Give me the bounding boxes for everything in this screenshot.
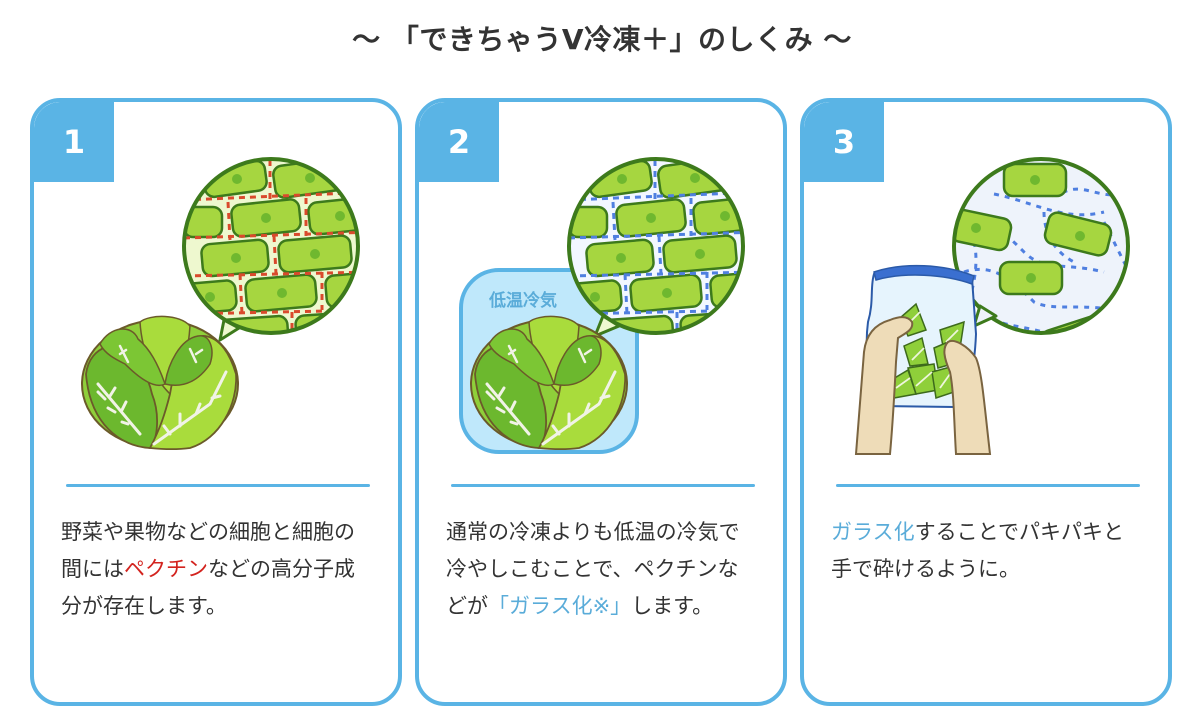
description-text: 通常の冷凍よりも低温の冷気で冷やしこむことで、ペクチンなどが (446, 520, 740, 618)
step-description: 通常の冷凍よりも低温の冷気で冷やしこむことで、ペクチンなどが「ガラス化※」します… (446, 514, 746, 625)
divider (66, 484, 370, 487)
step-description: 野菜や果物などの細胞と細胞の間にはペクチンなどの高分子成分が存在します。 (61, 514, 361, 625)
description-text: します。 (631, 594, 714, 618)
description-text: などの高分子成分が存在します。 (61, 557, 355, 618)
lettuce-cold-air-frozen-cell-illustration: 低温冷気 (459, 157, 745, 454)
step-number-badge: 2 (419, 102, 499, 182)
hands-crushing-frozen-bag-illustration (854, 157, 1130, 455)
divider (836, 484, 1140, 487)
step-card-2: 2 低温冷気 通常の冷凍よりも低温の冷気で冷やしこむことで、ペクチンなどが「ガラ… (415, 98, 787, 706)
divider (451, 484, 755, 487)
step-card-3: 3 (800, 98, 1172, 706)
lettuce-cell-pectin-illustration (80, 157, 360, 451)
cold-air-label: 低温冷気 (488, 290, 557, 311)
step-card-1: 1 (30, 98, 402, 706)
description-text: 野菜や果物などの細胞と細胞の間には (61, 520, 355, 581)
step-description: ガラス化することでパキパキと手で砕けるように。 (831, 514, 1131, 588)
highlight-pectin: ペクチン (124, 557, 208, 581)
step-number-badge: 3 (804, 102, 884, 182)
highlight-glass-transition: 「ガラス化※」 (488, 594, 632, 618)
description-text: することでパキパキと手で砕けるように。 (831, 520, 1124, 581)
page-title: ～ 「できちゃうV冷凍＋」のしくみ ～ (352, 23, 852, 56)
step-number-badge: 1 (34, 102, 114, 182)
highlight-glass-transition: ガラス化 (831, 520, 915, 544)
